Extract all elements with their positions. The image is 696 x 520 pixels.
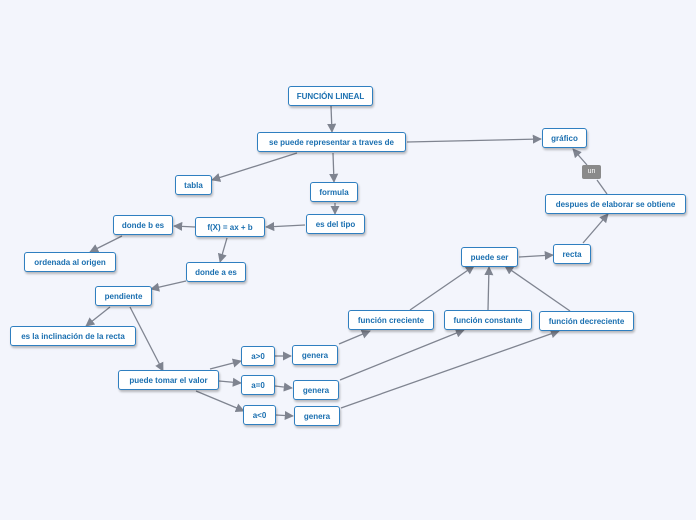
edge-tomar-amayor — [209, 358, 242, 370]
node-donde-a[interactable]: donde a es — [186, 262, 246, 282]
edge-tomar-aigual — [218, 377, 242, 387]
node-grafico[interactable]: gráfico — [542, 128, 587, 148]
edge-despues-un — [596, 179, 608, 195]
node-genera-2[interactable]: genera — [293, 380, 339, 400]
edge-fx-dondeb — [173, 221, 196, 231]
node-formula[interactable]: formula — [310, 182, 358, 202]
node-despues[interactable]: despues de elaborar se obtiene — [545, 194, 686, 214]
edge-fx-dondea — [217, 237, 228, 263]
node-genera-3[interactable]: genera — [294, 406, 340, 426]
node-fx[interactable]: f(X) = ax + b — [195, 217, 265, 237]
node-creciente[interactable]: función creciente — [348, 310, 434, 330]
edge-representar-formula — [329, 152, 339, 183]
node-constante[interactable]: función constante — [444, 310, 532, 330]
node-representar[interactable]: se puede representar a traves de — [257, 132, 406, 152]
node-recta[interactable]: recta — [553, 244, 591, 264]
edge-pendiente-tomar — [129, 306, 164, 372]
node-genera-1[interactable]: genera — [292, 345, 338, 365]
node-donde-b[interactable]: donde b es — [113, 215, 173, 235]
edge-dondeb-ordenada — [89, 235, 123, 253]
node-funcion-lineal[interactable]: FUNCIÓN LINEAL — [288, 86, 373, 106]
edge-aigual-genera2 — [274, 382, 293, 392]
node-puede-tomar[interactable]: puede tomar el valor — [118, 370, 219, 390]
edge-puedeser-recta — [518, 250, 554, 261]
node-inclinacion[interactable]: es la inclinación de la recta — [10, 326, 136, 346]
edge-un-grafico — [572, 148, 588, 166]
edge-decreciente-puedeser — [504, 265, 571, 312]
edge-genera2-constante — [339, 328, 465, 381]
edge-lineal-representar — [327, 105, 337, 133]
edge-label-un: un — [582, 165, 601, 179]
edge-pendiente-inclinacion — [85, 306, 111, 327]
edge-recta-despues — [582, 213, 609, 244]
node-es-del-tipo[interactable]: es del tipo — [306, 214, 365, 234]
edge-tipo-fx — [265, 222, 306, 232]
edge-representar-tabla — [211, 152, 298, 182]
node-a-igual[interactable]: a=0 — [241, 375, 275, 395]
node-ordenada[interactable]: ordenada al origen — [24, 252, 116, 272]
node-a-mayor[interactable]: a>0 — [241, 346, 275, 366]
edge-creciente-puedeser — [409, 265, 475, 311]
edge-dondea-pendiente — [150, 280, 187, 292]
node-pendiente[interactable]: pendiente — [95, 286, 152, 306]
node-tabla[interactable]: tabla — [175, 175, 212, 195]
node-a-menor[interactable]: a<0 — [243, 405, 276, 425]
edge-amenor-genera3 — [275, 410, 294, 421]
edge-constante-puedeser — [484, 266, 494, 311]
edge-representar-grafico — [406, 134, 542, 144]
node-puede-ser[interactable]: puede ser — [461, 247, 518, 267]
edge-genera1-creciente — [338, 329, 371, 345]
node-decreciente[interactable]: función decreciente — [539, 311, 634, 331]
edge-genera3-decreciente — [340, 329, 560, 409]
edge-tomar-amenor — [195, 390, 245, 413]
